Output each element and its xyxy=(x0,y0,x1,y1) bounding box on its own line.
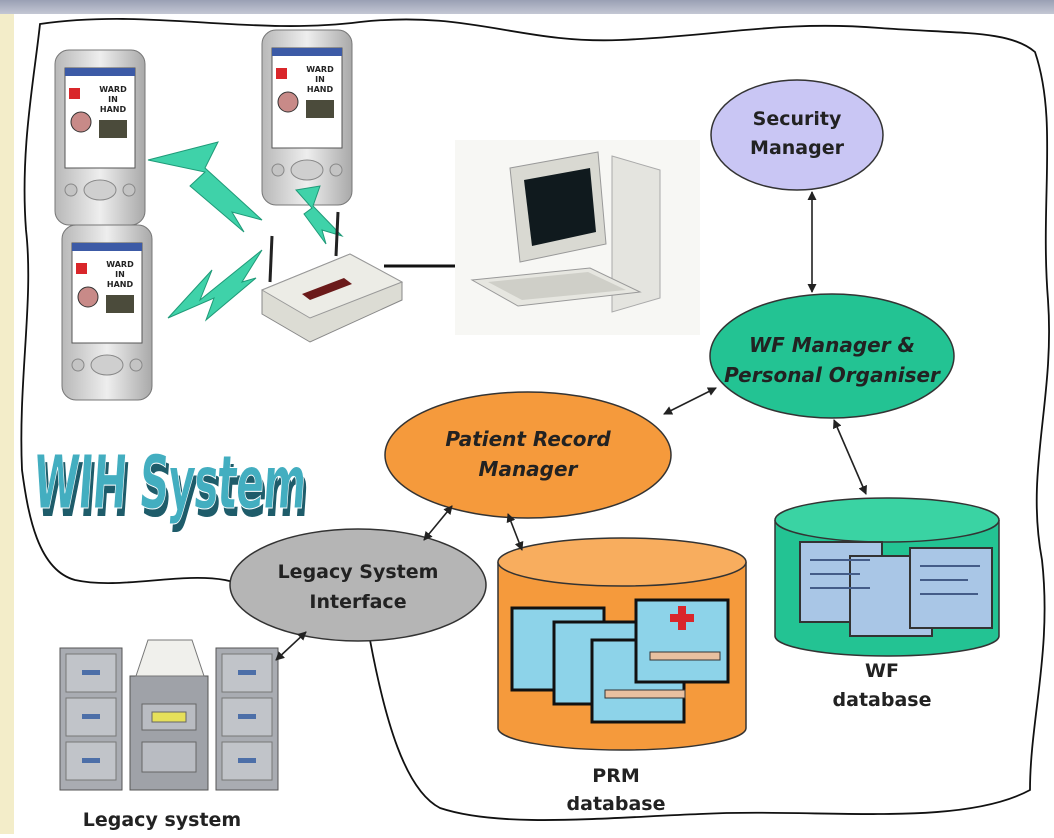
wih-system-title-text: WIH System xyxy=(31,440,309,526)
prm-database-cylinder xyxy=(497,537,747,751)
legacy-system-interface-node: Legacy System Interface xyxy=(229,528,487,642)
handheld-device: WARD IN HAND xyxy=(261,29,353,206)
wireless-signal-icon xyxy=(295,185,344,245)
wireless-router-icon xyxy=(260,211,404,343)
security-manager-label-2: Manager xyxy=(750,137,845,159)
prm-database-label-2: database xyxy=(567,793,666,815)
pda-text-hand: HAND xyxy=(107,280,134,289)
wf-database-cylinder xyxy=(774,497,1000,657)
wf-manager-label-2: Personal Organiser xyxy=(724,363,941,387)
legacy-interface-label-1: Legacy System xyxy=(278,561,439,583)
wireless-signal-icon xyxy=(167,249,263,322)
patient-record-label-2: Manager xyxy=(479,457,579,481)
prm-database-label-1: PRM xyxy=(592,765,639,787)
wih-system-title: WIH System WIH System xyxy=(30,440,312,535)
left-strip xyxy=(0,14,14,834)
pda-text-in: IN xyxy=(315,75,325,84)
wih-system-title-shadow: WIH System xyxy=(34,448,312,534)
prm-wf-connector xyxy=(663,387,717,415)
wf-db-connector xyxy=(833,419,867,495)
wireless-signal-icon xyxy=(147,141,263,233)
pda-text-ward: WARD xyxy=(306,65,334,74)
legacy-system-cabinets-icon xyxy=(59,639,279,791)
handheld-device: WARD IN HAND xyxy=(61,224,153,401)
legacy-interface-label-2: Interface xyxy=(309,591,406,613)
pda-text-hand: HAND xyxy=(100,105,127,114)
wf-manager-node: WF Manager & Personal Organiser xyxy=(709,293,955,419)
legacy-interface-cabinet-connector xyxy=(275,631,307,661)
pda-text-ward: WARD xyxy=(106,260,134,269)
patient-record-label-1: Patient Record xyxy=(445,427,611,451)
wf-database-label-1: WF xyxy=(865,660,899,682)
security-manager-label-1: Security xyxy=(753,108,842,130)
pda-text-in: IN xyxy=(115,270,125,279)
pda-text-ward: WARD xyxy=(99,85,127,94)
top-bar xyxy=(0,0,1054,14)
wf-database-label-2: database xyxy=(833,689,932,711)
handheld-device: WARD IN HAND xyxy=(54,49,146,226)
patient-record-image xyxy=(510,598,730,724)
pda-text-in: IN xyxy=(108,95,118,104)
desktop-computer-icon xyxy=(455,140,700,335)
prm-db-connector xyxy=(506,513,524,551)
prm-legacy-connector xyxy=(423,505,453,541)
legacy-system-label: Legacy system xyxy=(83,809,241,831)
security-manager-node: Security Manager xyxy=(710,79,884,191)
pda-text-hand: HAND xyxy=(307,85,334,94)
workflow-document-image xyxy=(799,541,993,637)
patient-record-manager-node: Patient Record Manager xyxy=(384,391,672,519)
system-boundary xyxy=(20,18,1050,821)
wf-manager-label-1: WF Manager & xyxy=(749,333,915,357)
